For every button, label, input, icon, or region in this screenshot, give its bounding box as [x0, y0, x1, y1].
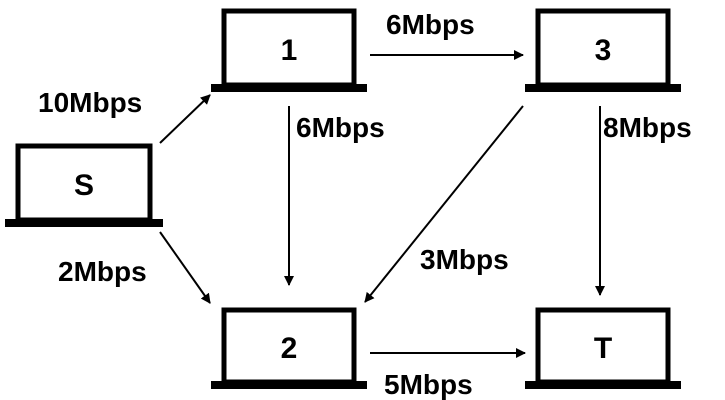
edge-label-s-2: 2Mbps — [58, 256, 147, 287]
edge-label-3-t: 8Mbps — [603, 112, 692, 143]
edge-label-1-3: 6Mbps — [386, 9, 475, 40]
edge-label-s-1: 10Mbps — [38, 87, 142, 118]
laptop-screen-2 — [221, 307, 357, 385]
node-label-2: 2 — [281, 332, 298, 365]
laptop-base-s — [5, 219, 163, 227]
node-1: 1 — [211, 8, 367, 92]
node-2: 2 — [211, 307, 367, 389]
edge-s-1-arrow — [159, 94, 211, 144]
node-3: 3 — [525, 8, 681, 92]
node-t: T — [525, 307, 681, 389]
laptop-base-2 — [211, 381, 367, 389]
node-label-3: 3 — [595, 34, 612, 67]
edge-label-3-2: 3Mbps — [420, 244, 509, 275]
node-label-s: S — [74, 169, 94, 202]
edge-3-2-arrow — [364, 105, 524, 303]
node-label-t: T — [594, 332, 612, 365]
laptop-base-t — [525, 381, 681, 389]
laptop-base-1 — [211, 84, 367, 92]
edge-s-2-arrow — [159, 231, 211, 304]
edge-label-1-2: 6Mbps — [296, 112, 385, 143]
node-s: S — [5, 143, 163, 227]
edge-label-2-t: 5Mbps — [384, 369, 473, 400]
node-label-1: 1 — [281, 34, 298, 67]
laptop-base-3 — [525, 84, 681, 92]
